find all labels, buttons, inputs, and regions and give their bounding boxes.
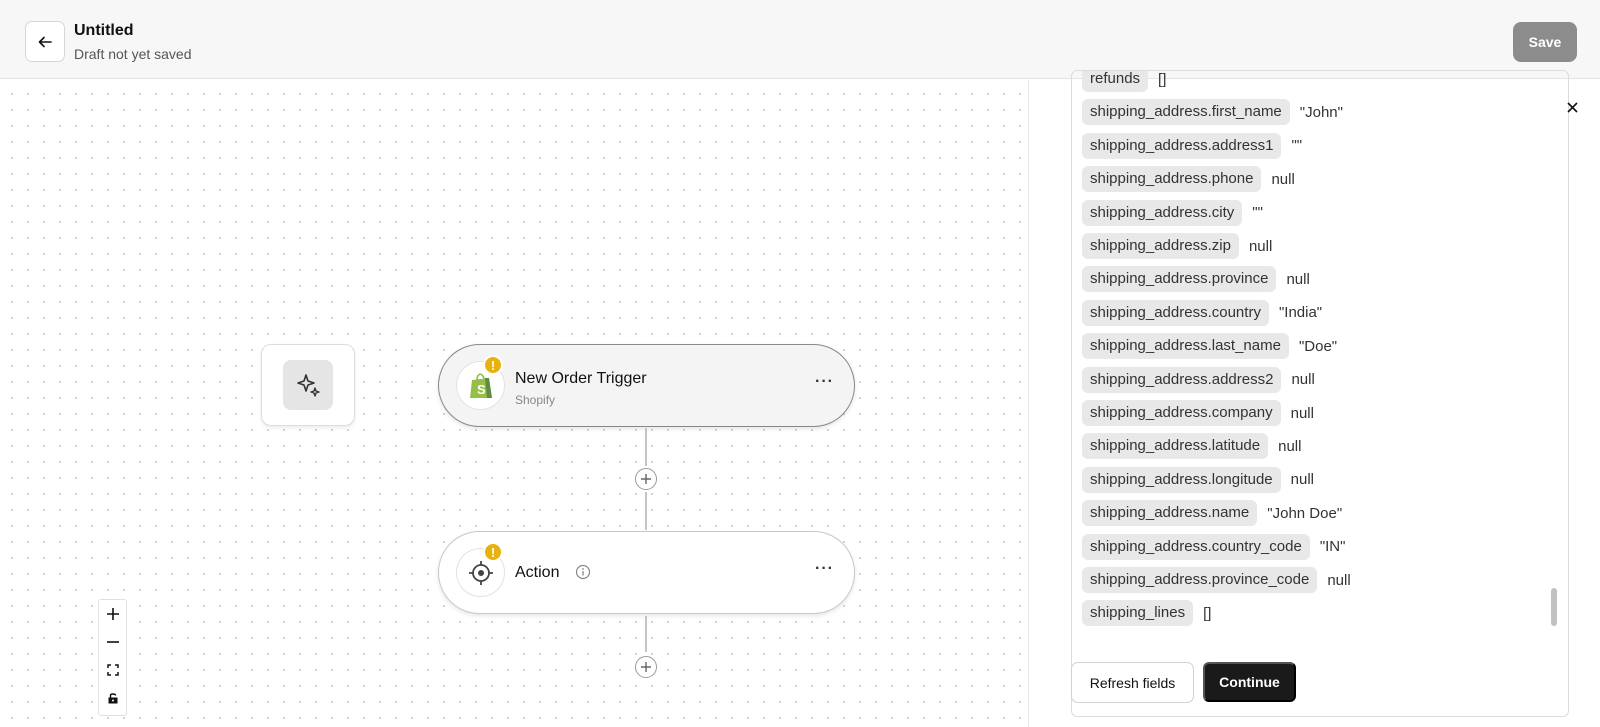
field-key[interactable]: shipping_address.address1 xyxy=(1082,132,1282,159)
field-value: [] xyxy=(1203,604,1212,622)
action-node[interactable]: ! Action ··· xyxy=(438,531,855,614)
svg-text:S: S xyxy=(477,382,486,397)
field-key[interactable]: shipping_address.phone xyxy=(1082,166,1262,193)
fullscreen-icon xyxy=(106,664,119,676)
lock-button[interactable] xyxy=(99,684,126,712)
connector-line xyxy=(645,616,647,652)
field-key[interactable]: shipping_lines xyxy=(1082,600,1194,627)
field-row[interactable]: shipping_address.longitude null xyxy=(1082,466,1314,493)
fields-panel: refunds [] shipping_address.first_name "Joh… xyxy=(1028,70,1600,727)
shopify-bag-icon: S xyxy=(469,372,492,398)
field-value: "" xyxy=(1252,204,1263,222)
field-row[interactable]: shipping_address.address1 "" xyxy=(1082,132,1303,159)
field-value: "India" xyxy=(1278,304,1323,322)
field-value: "IN" xyxy=(1319,538,1346,556)
field-row[interactable]: shipping_address.last_name "Doe" xyxy=(1082,333,1338,360)
field-row[interactable]: shipping_address.latitude null xyxy=(1082,433,1302,460)
field-row[interactable]: shipping_address.country_code "IN" xyxy=(1082,533,1346,560)
close-icon xyxy=(1566,101,1578,113)
fields-list-container[interactable]: refunds [] shipping_address.first_name "Joh… xyxy=(1071,70,1569,717)
field-value: null xyxy=(1291,371,1315,389)
info-icon[interactable] xyxy=(575,564,591,580)
refresh-fields-button[interactable]: Refresh fields xyxy=(1071,662,1194,703)
fit-view-button[interactable] xyxy=(99,656,126,684)
lock-icon xyxy=(108,693,117,704)
zoom-controls xyxy=(98,599,127,716)
field-key[interactable]: shipping_address.country_code xyxy=(1082,533,1310,560)
fields-scrollbar[interactable] xyxy=(1551,588,1557,626)
field-key[interactable]: shipping_address.latitude xyxy=(1082,433,1269,460)
trigger-node-subtitle: Shopify xyxy=(515,393,556,407)
trigger-node-icon-wrap: S xyxy=(456,361,505,410)
field-key[interactable]: shipping_address.address2 xyxy=(1082,366,1282,393)
add-step-button[interactable] xyxy=(635,656,657,678)
action-more-menu[interactable]: ··· xyxy=(815,560,834,577)
sparkles-icon xyxy=(297,374,320,397)
field-row[interactable]: shipping_address.company null xyxy=(1082,400,1314,426)
ai-assistant-button[interactable] xyxy=(261,344,355,426)
field-key[interactable]: shipping_address.company xyxy=(1082,400,1281,426)
field-key[interactable]: shipping_address.province xyxy=(1082,266,1277,293)
connector-line xyxy=(645,428,647,466)
field-key[interactable]: shipping_address.last_name xyxy=(1082,333,1289,360)
trigger-warning-badge: ! xyxy=(483,355,503,375)
field-value: null xyxy=(1271,170,1295,188)
action-warning-badge: ! xyxy=(483,542,503,562)
close-panel-button[interactable] xyxy=(1562,97,1582,117)
field-value: "John Doe" xyxy=(1267,504,1343,522)
field-value: null xyxy=(1286,270,1310,288)
plus-icon xyxy=(106,608,119,620)
back-button[interactable] xyxy=(25,21,65,62)
field-key[interactable]: shipping_address.first_name xyxy=(1082,99,1290,126)
field-row[interactable]: shipping_address.address2 null xyxy=(1082,366,1315,393)
field-value: null xyxy=(1290,471,1314,489)
action-node-title: Action xyxy=(515,564,560,581)
field-key[interactable]: shipping_address.zip xyxy=(1082,233,1239,259)
target-icon xyxy=(468,560,493,585)
field-value: null xyxy=(1278,437,1302,455)
field-key[interactable]: shipping_address.province_code xyxy=(1082,567,1318,593)
field-value: "" xyxy=(1291,137,1303,155)
field-value: null xyxy=(1327,571,1351,589)
ai-assistant-icon-wrap xyxy=(283,360,333,410)
trigger-node[interactable]: S ! New Order Trigger Shopify ··· xyxy=(438,344,855,427)
field-value: "John" xyxy=(1299,103,1343,121)
field-key[interactable]: shipping_address.name xyxy=(1082,500,1258,527)
field-row[interactable]: shipping_address.zip null xyxy=(1082,233,1272,259)
save-button[interactable]: Save xyxy=(1513,22,1577,62)
field-value: [] xyxy=(1158,70,1167,88)
field-key[interactable]: refunds xyxy=(1082,71,1149,92)
field-key[interactable]: shipping_address.country xyxy=(1082,299,1269,326)
field-row[interactable]: shipping_lines [] xyxy=(1082,600,1212,627)
field-value: "Doe" xyxy=(1298,337,1338,355)
field-row[interactable]: shipping_address.city "" xyxy=(1082,199,1263,226)
arrow-left-icon xyxy=(38,36,52,47)
zoom-in-button[interactable] xyxy=(99,600,126,628)
save-status: Draft not yet saved xyxy=(74,46,192,62)
page-title: Untitled xyxy=(74,22,134,39)
field-value: null xyxy=(1290,404,1314,422)
field-row[interactable]: shipping_address.name "John Doe" xyxy=(1082,500,1343,527)
trigger-more-menu[interactable]: ··· xyxy=(815,373,834,390)
field-row[interactable]: refunds [] xyxy=(1082,70,1167,92)
zoom-out-button[interactable] xyxy=(99,628,126,656)
minus-icon xyxy=(106,641,119,643)
field-row[interactable]: shipping_address.province_code null xyxy=(1082,567,1351,593)
field-row[interactable]: shipping_address.country "India" xyxy=(1082,299,1323,326)
field-value: null xyxy=(1248,237,1273,255)
field-key[interactable]: shipping_address.longitude xyxy=(1082,466,1281,493)
continue-button[interactable]: Continue xyxy=(1203,662,1296,702)
plus-icon xyxy=(641,474,651,484)
plus-icon xyxy=(641,662,651,672)
field-row[interactable]: shipping_address.phone null xyxy=(1082,166,1295,193)
field-row[interactable]: shipping_address.province null xyxy=(1082,266,1310,293)
connector-line xyxy=(645,492,647,530)
field-key[interactable]: shipping_address.city xyxy=(1082,199,1243,226)
trigger-node-title: New Order Trigger xyxy=(515,370,647,387)
field-row[interactable]: shipping_address.first_name "John" xyxy=(1082,99,1343,126)
add-step-button[interactable] xyxy=(635,468,657,490)
top-bar: Untitled Draft not yet saved Save xyxy=(0,0,1600,79)
